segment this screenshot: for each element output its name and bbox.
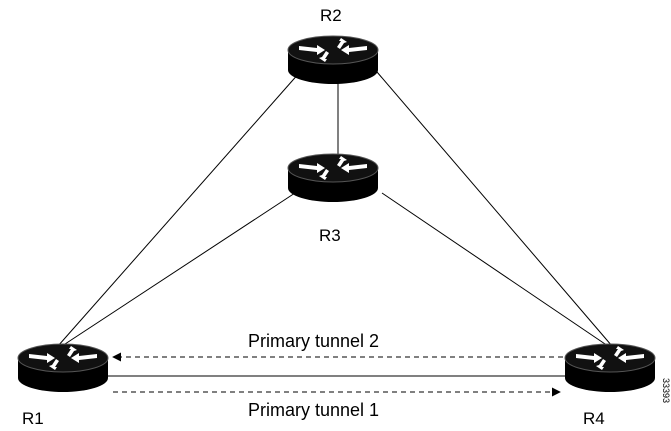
router-icon (564, 343, 656, 393)
router-r4 (564, 343, 656, 393)
figure-id: 33393 (661, 378, 671, 403)
link-r1-r2 (57, 71, 301, 347)
tunnels (112, 352, 563, 397)
router-label-r4: R4 (583, 409, 605, 428)
link-r1-r3 (61, 192, 296, 347)
router-label-r3: R3 (319, 226, 341, 245)
link-r3-r4 (381, 192, 609, 347)
router-icon (287, 35, 379, 85)
router-r3 (287, 153, 379, 203)
router-r1 (17, 343, 109, 393)
tunnel-label-1: Primary tunnel 1 (248, 400, 379, 420)
router-label-r2: R2 (320, 6, 342, 25)
router-r2 (287, 35, 379, 85)
router-icon (287, 153, 379, 203)
router-icon (17, 343, 109, 393)
links (57, 71, 613, 377)
tunnel-label-2: Primary tunnel 2 (248, 331, 379, 351)
router-label-r1: R1 (22, 409, 44, 428)
link-r2-r4 (376, 71, 613, 347)
